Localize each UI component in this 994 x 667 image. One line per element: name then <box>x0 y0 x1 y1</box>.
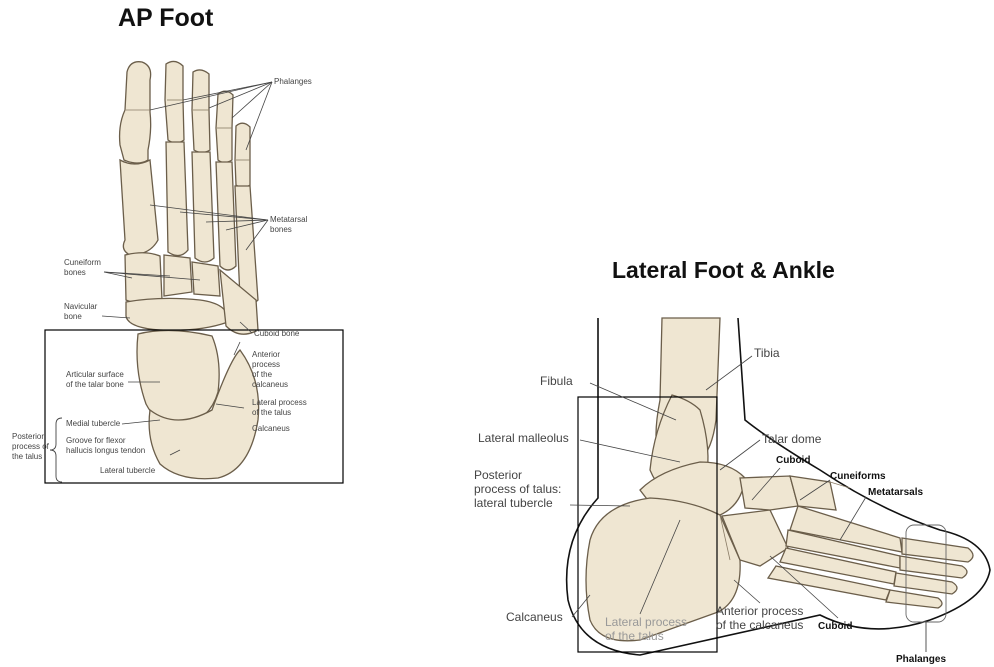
lat-label-anterior: Anterior process <box>716 605 803 619</box>
lat-label-lateral-process: Lateral process <box>605 616 687 630</box>
lat-label-talar-dome: Talar dome <box>762 433 821 447</box>
lat-label-tibia: Tibia <box>754 347 780 361</box>
lat-label-posterior-3: lateral tubercle <box>474 497 553 511</box>
lat-label-cuboid-top: Cuboid <box>776 455 810 467</box>
lat-label-lateral-malleolus: Lateral malleolus <box>478 432 569 446</box>
lat-label-lateral-process-2: of the talus <box>605 630 664 644</box>
lat-label-anterior-2: of the calcaneus <box>716 619 803 633</box>
lat-label-calcaneus: Calcaneus <box>506 611 563 625</box>
lat-label-fibula: Fibula <box>540 375 573 389</box>
lat-label-cuboid-bottom: Cuboid <box>818 621 852 633</box>
lat-label-posterior: Posterior <box>474 469 522 483</box>
lat-label-cuneiforms: Cuneiforms <box>830 471 886 483</box>
lat-label-metatarsals: Metatarsals <box>868 487 923 499</box>
lat-label-posterior-2: process of talus: <box>474 483 561 497</box>
lat-label-phalanges: Phalanges <box>896 654 946 666</box>
